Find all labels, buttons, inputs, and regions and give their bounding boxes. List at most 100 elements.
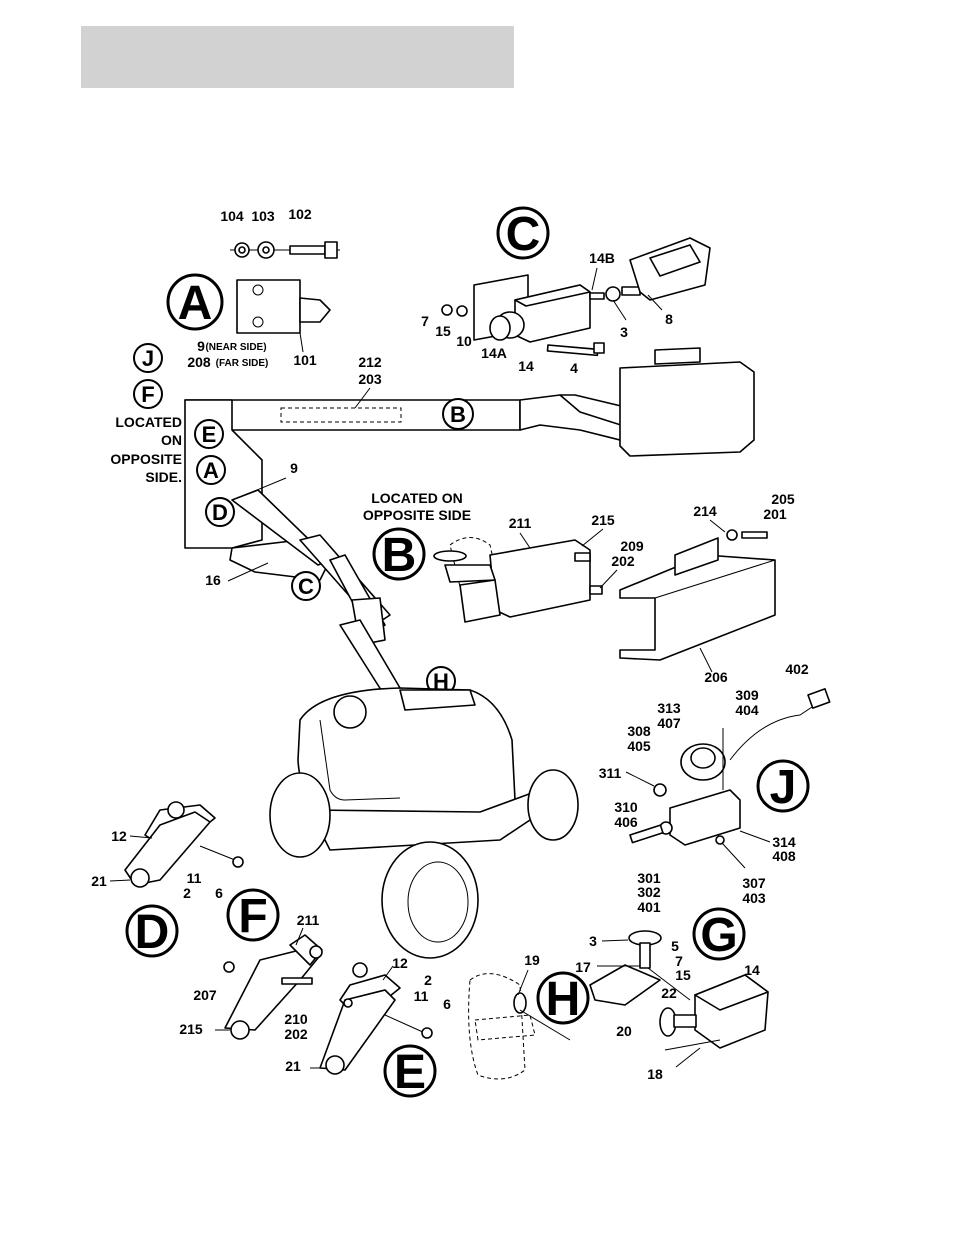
svg-text:C: C (298, 574, 314, 599)
label-g-20: 20 (616, 1023, 632, 1039)
label-407: 407 (657, 715, 681, 731)
boom-assembly (184, 347, 755, 713)
label-404: 404 (735, 702, 759, 718)
label-g-17: 17 (575, 959, 591, 975)
note-located-b-2: OPPOSITE SIDE (363, 507, 471, 523)
label-301: 301 (637, 870, 661, 886)
label-e-6: 6 (443, 996, 451, 1012)
label-e-21: 21 (285, 1058, 301, 1074)
note-near-side: (NEAR SIDE) (205, 342, 266, 353)
callout-j-small: J (133, 343, 163, 373)
label-f-211: 211 (297, 912, 320, 928)
svg-text:C: C (506, 208, 541, 261)
label-307: 307 (742, 875, 766, 891)
label-d-21: 21 (91, 873, 107, 889)
label-g-7: 7 (675, 953, 683, 969)
label-309: 309 (735, 687, 759, 703)
detail-g-parts (589, 930, 769, 1068)
label-f-207: 207 (193, 987, 217, 1003)
callout-h-large: H (536, 971, 590, 1026)
label-g-22: 22 (661, 985, 677, 1001)
label-g-5: 5 (671, 938, 679, 954)
svg-text:E: E (202, 422, 217, 447)
detail-h-parts (468, 969, 571, 1080)
label-4: 4 (570, 360, 578, 376)
label-9-boom: 9 (290, 460, 298, 476)
label-g-14: 14 (744, 962, 760, 978)
callout-f-small: F (133, 379, 163, 409)
note-located-3: OPPOSITE (110, 451, 182, 467)
label-d-12: 12 (111, 828, 127, 844)
svg-text:B: B (450, 402, 466, 427)
svg-text:B: B (382, 529, 417, 582)
label-101: 101 (293, 352, 317, 368)
svg-text:F: F (238, 890, 267, 943)
label-214: 214 (693, 503, 717, 519)
label-405: 405 (627, 738, 651, 754)
svg-text:J: J (142, 346, 154, 371)
label-202-b: 202 (611, 553, 635, 569)
svg-text:E: E (394, 1046, 426, 1099)
callout-a-small: A (196, 455, 226, 485)
label-206: 206 (704, 669, 728, 685)
label-f-210: 210 (284, 1011, 308, 1027)
note-located-b-1: LOCATED ON (371, 490, 463, 506)
callout-a-large: A (166, 273, 224, 331)
label-402: 402 (785, 661, 809, 677)
detail-b-parts (433, 528, 618, 623)
svg-text:F: F (141, 382, 154, 407)
svg-text:G: G (700, 909, 737, 962)
svg-text:A: A (178, 277, 213, 330)
svg-text:D: D (135, 906, 170, 959)
label-102: 102 (288, 206, 312, 222)
label-208: 208 (187, 354, 211, 370)
svg-text:A: A (203, 458, 219, 483)
label-403: 403 (742, 890, 766, 906)
label-209: 209 (620, 538, 644, 554)
label-h-19: 19 (524, 952, 540, 968)
label-311: 311 (599, 765, 622, 781)
note-located-1: LOCATED (115, 414, 182, 430)
label-14a: 14A (481, 345, 507, 361)
label-g-3: 3 (589, 933, 597, 949)
label-406: 406 (614, 814, 638, 830)
callout-b-large: B (372, 527, 426, 582)
label-g-18: 18 (647, 1066, 663, 1082)
callout-h-small: H (426, 666, 456, 696)
callout-c-small: C (291, 571, 321, 601)
label-f-215: 215 (179, 1021, 203, 1037)
label-212: 212 (358, 354, 382, 370)
callout-j-large: J (756, 759, 810, 814)
svg-text:D: D (212, 500, 228, 525)
header-bar (81, 26, 514, 88)
label-205: 205 (771, 491, 795, 507)
note-located-4: SIDE. (145, 469, 182, 485)
label-7: 7 (421, 313, 429, 329)
callout-e-large: E (383, 1044, 437, 1099)
label-9-near: 9 (197, 338, 205, 354)
machine-base (269, 687, 579, 959)
label-308: 308 (627, 723, 651, 739)
label-201: 201 (763, 506, 787, 522)
detail-c-parts (441, 237, 711, 357)
detail-e-parts (310, 962, 433, 1075)
label-310: 310 (614, 799, 638, 815)
detail-d-parts (109, 801, 244, 888)
label-302: 302 (637, 884, 661, 900)
label-d-11: 11 (187, 870, 202, 886)
svg-text:J: J (770, 761, 797, 814)
label-215-b: 215 (591, 512, 615, 528)
svg-text:H: H (433, 669, 449, 694)
label-e-2: 2 (424, 972, 432, 988)
note-far-side: (FAR SIDE) (216, 358, 269, 369)
label-d-6: 6 (215, 885, 223, 901)
svg-text:H: H (546, 973, 581, 1026)
label-10: 10 (456, 333, 472, 349)
note-located-2: ON (161, 432, 182, 448)
callout-g-large: G (692, 907, 746, 962)
label-401: 401 (637, 899, 661, 915)
label-f-202: 202 (284, 1026, 308, 1042)
label-16: 16 (205, 572, 221, 588)
callout-c-large: C (496, 206, 550, 261)
